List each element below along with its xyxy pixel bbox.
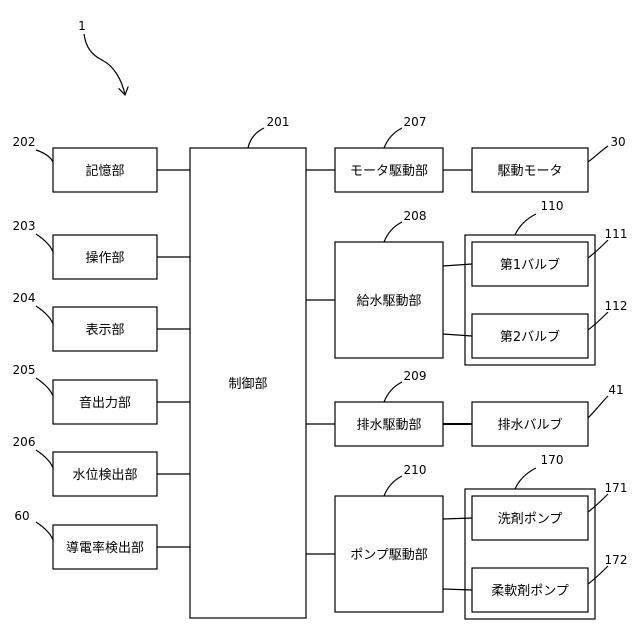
ref-205: 205 bbox=[13, 363, 36, 377]
ref-206: 206 bbox=[13, 435, 36, 449]
ref-202: 202 bbox=[13, 135, 36, 149]
ref-41: 41 bbox=[608, 383, 623, 397]
second-valve-label: 第2バルブ bbox=[500, 329, 560, 345]
ref-172: 172 bbox=[605, 553, 628, 567]
leader-112 bbox=[588, 312, 608, 330]
conductivity-detector-label: 導電率検出部 bbox=[66, 540, 144, 556]
leader-209 bbox=[384, 382, 402, 402]
drain-drive-label: 排水駆動部 bbox=[356, 418, 421, 433]
water-level-detector-label: 水位検出部 bbox=[72, 468, 137, 483]
ref-204: 204 bbox=[13, 291, 36, 305]
operation-unit-label: 操作部 bbox=[85, 250, 124, 266]
ref-171: 171 bbox=[605, 481, 628, 495]
leader-210 bbox=[384, 476, 402, 496]
connector-detergent-pump bbox=[443, 518, 472, 519]
detergent-pump-label: 洗剤ポンプ bbox=[498, 511, 563, 527]
drive-motor-label: 駆動モータ bbox=[497, 164, 562, 179]
leader-203 bbox=[36, 234, 53, 252]
display-unit-label: 表示部 bbox=[85, 323, 124, 338]
valve-group-outer-box bbox=[465, 235, 595, 365]
leader-170 bbox=[515, 468, 536, 489]
ref-60: 60 bbox=[14, 509, 29, 523]
leader-41 bbox=[588, 396, 608, 418]
pump-drive-label: ポンプ駆動部 bbox=[350, 548, 428, 563]
figure-ref-arrow bbox=[84, 34, 125, 95]
leader-207 bbox=[384, 128, 402, 148]
leader-171 bbox=[588, 494, 608, 512]
ref-209: 209 bbox=[404, 369, 427, 383]
memory-unit-label: 記憶部 bbox=[85, 163, 124, 179]
water-supply-drive-label: 給水駆動部 bbox=[356, 294, 421, 309]
connector-second-valve bbox=[443, 334, 472, 336]
leader-111 bbox=[588, 240, 608, 258]
leader-208 bbox=[384, 222, 402, 242]
ref-110: 110 bbox=[541, 199, 564, 213]
leader-110 bbox=[515, 214, 536, 235]
ref-208: 208 bbox=[404, 209, 427, 223]
ref-207: 207 bbox=[404, 115, 427, 129]
leader-205 bbox=[36, 378, 53, 396]
controller-label: 制御部 bbox=[228, 377, 267, 392]
leader-201 bbox=[248, 128, 264, 148]
leader-172 bbox=[588, 566, 608, 584]
sound-output-unit-label: 音出力部 bbox=[79, 395, 131, 411]
ref-170: 170 bbox=[541, 453, 564, 467]
figure-ref-number: 1 bbox=[78, 19, 86, 33]
leader-204 bbox=[36, 306, 53, 324]
connector-softener-pump bbox=[443, 589, 472, 590]
ref-111: 111 bbox=[605, 227, 628, 241]
leader-202 bbox=[36, 150, 53, 162]
ref-30: 30 bbox=[610, 135, 625, 149]
ref-210: 210 bbox=[404, 463, 427, 477]
ref-203: 203 bbox=[13, 219, 36, 233]
first-valve-label: 第1バルブ bbox=[500, 257, 560, 273]
connector-first-valve bbox=[443, 264, 472, 266]
leader-60 bbox=[36, 522, 53, 540]
softener-pump-label: 柔軟剤ポンプ bbox=[491, 583, 569, 599]
drain-valve-label: 排水バルブ bbox=[497, 417, 562, 433]
leader-30 bbox=[588, 146, 608, 162]
leader-206 bbox=[36, 450, 53, 468]
ref-201: 201 bbox=[267, 115, 290, 129]
ref-112: 112 bbox=[605, 299, 628, 313]
motor-drive-label: モータ駆動部 bbox=[350, 164, 428, 179]
pump-group-outer-box bbox=[465, 489, 595, 619]
